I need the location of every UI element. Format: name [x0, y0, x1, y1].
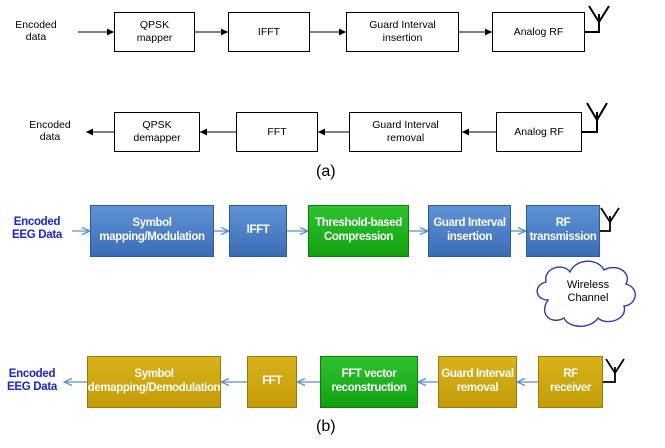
wireless-channel-label: Wireless Channel [566, 279, 610, 304]
block-fft-vector-reconstruction: FFT vector reconstruction [320, 356, 418, 408]
block-symbol-demapping-demodulation: Symbol demapping/Demodulation [87, 356, 221, 408]
block-guard-interval-insertion: Guard Interval insertion [346, 12, 459, 52]
antenna-icon [582, 102, 608, 133]
block-guard-interval-removal: Guard Interval removal [349, 112, 462, 152]
caption-a: (a) [316, 163, 336, 180]
block-analog-rf-tx: Analog RF [492, 12, 585, 52]
block-guard-interval-insertion: Guard Interval insertion [428, 205, 511, 257]
input-label-encoded-data: Encoded data [15, 19, 57, 44]
block-qpsk-demapper: QPSK demapper [114, 112, 200, 152]
block-ifft: IFFT [229, 205, 287, 257]
block-threshold-based-compression: Threshold-based Compression [308, 205, 409, 257]
block-analog-rf-rx: Analog RF [496, 112, 582, 152]
antenna-icon [603, 358, 625, 383]
block-qpsk-mapper: QPSK mapper [114, 12, 195, 52]
output-label-encoded-eeg-data: Encoded EEG Data [6, 368, 57, 394]
block-ifft: IFFT [228, 12, 310, 52]
output-label-encoded-data: Encoded data [29, 119, 71, 144]
antenna-icon [585, 5, 610, 33]
block-symbol-mapping-modulation: Symbol mapping/Modulation [90, 205, 214, 257]
block-rf-transmission: RF transmission [526, 205, 600, 257]
input-label-encoded-eeg-data: Encoded EEG Data [11, 216, 62, 242]
cloud-icon [536, 260, 636, 327]
block-fft: FFT [236, 112, 318, 152]
block-fft: FFT [247, 356, 297, 408]
caption-b: (b) [316, 418, 336, 435]
antenna-icon [600, 207, 620, 232]
block-rf-receiver: RF receiver [538, 356, 603, 408]
block-guard-interval-removal: Guard Interval removal [438, 356, 517, 408]
